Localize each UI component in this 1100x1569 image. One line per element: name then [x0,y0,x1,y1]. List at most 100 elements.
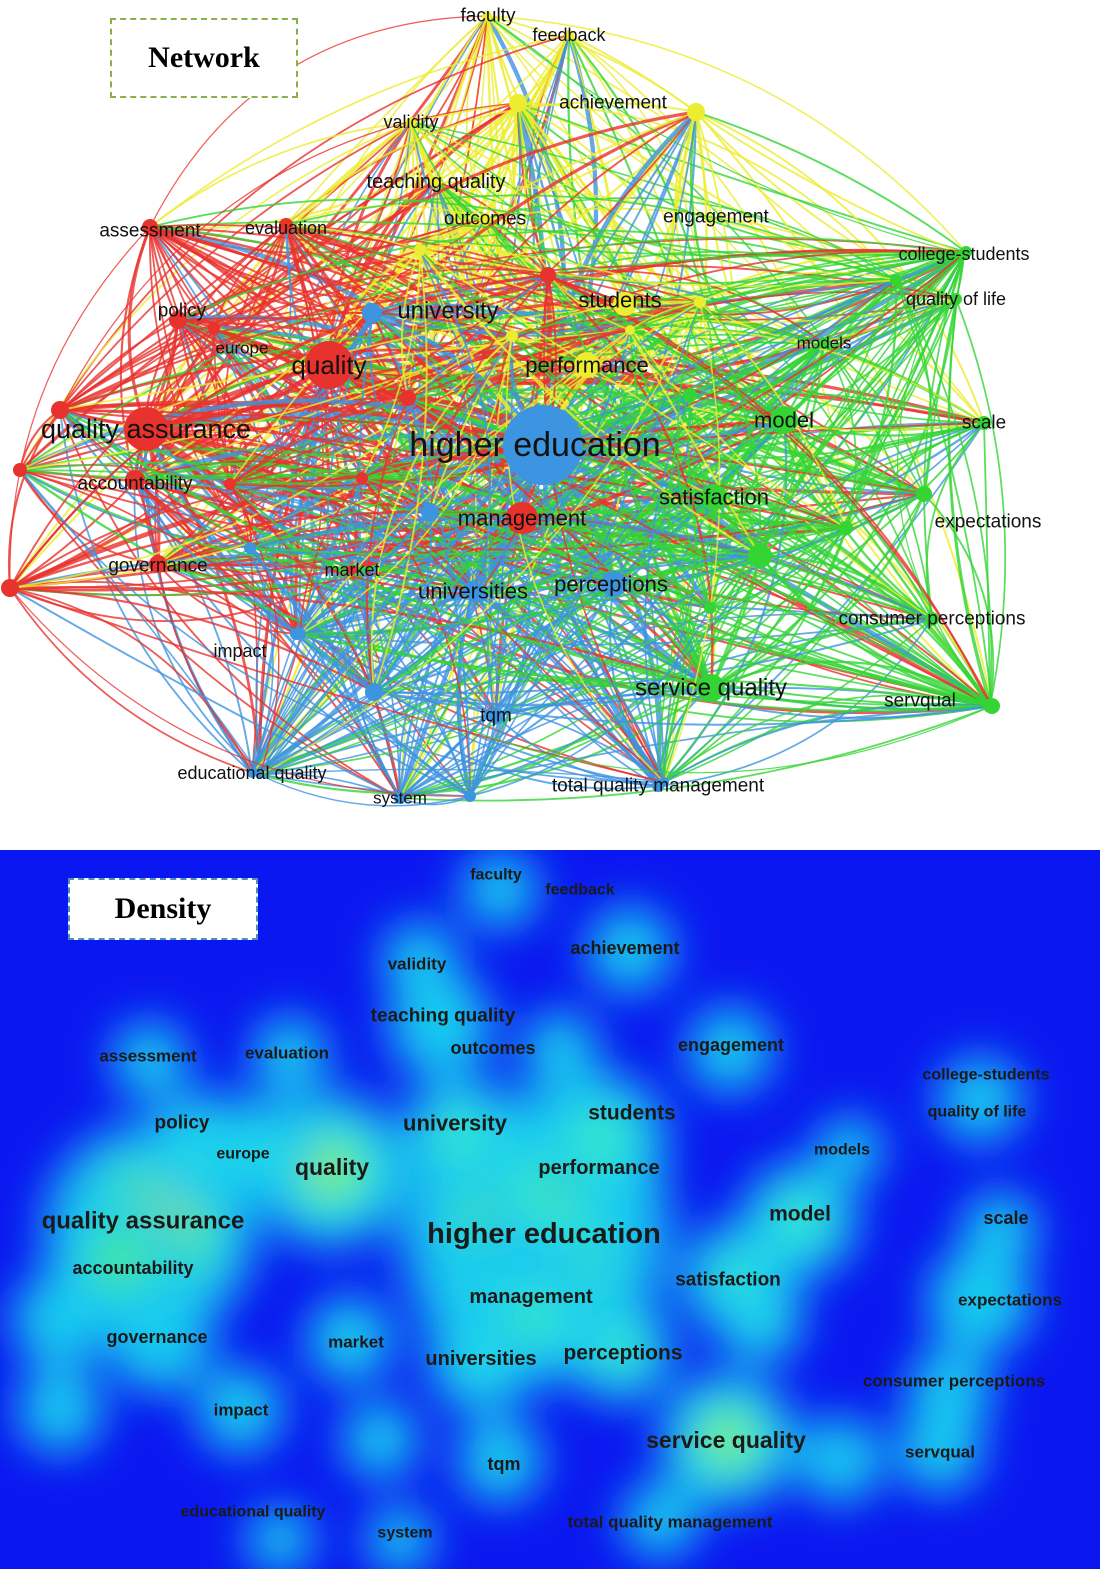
density-label-governance: governance [106,1327,207,1347]
network-link [407,329,631,399]
network-link [299,633,375,693]
density-label-engagement: engagement [678,1035,784,1055]
network-link [9,218,486,589]
network-link [429,511,665,783]
network-link [419,249,847,529]
network-link [695,111,967,253]
network-link [469,301,701,797]
network-link [259,251,967,776]
network-link [674,111,701,303]
network-link [59,409,401,799]
node [683,388,697,402]
density-blob [341,1331,359,1349]
network-link [629,329,691,396]
network-link [285,194,897,281]
network-link [712,250,967,498]
network-link [285,224,373,314]
density-blob [314,1154,346,1186]
density-label-servqual: servqual [905,1443,975,1462]
density-blob [142,1052,158,1068]
network-link [134,312,373,482]
network-link [19,469,261,776]
network-link [9,226,151,589]
network-link [477,584,991,707]
density-blob [831,1451,849,1469]
density-blob [282,1047,298,1063]
node-achievement [509,94,527,112]
network-link [511,279,897,337]
network-link [629,301,701,331]
density-label-university: university [403,1111,508,1136]
density-blob [249,1139,271,1161]
network-label-assessment: assessment [99,221,201,242]
network-link [663,301,721,783]
network-link [373,691,991,726]
network-link [695,111,985,424]
network-link [419,249,701,303]
node-performance [574,352,600,378]
network-link [923,493,995,707]
network-label-validity: validity [383,112,438,132]
density-label-impact: impact [214,1401,269,1420]
network-label-feedback: feedback [532,25,606,45]
node-quality [305,341,353,389]
network-link [9,329,631,589]
network-label-servqual: servqual [884,691,956,712]
network-label-achievement: achievement [559,93,667,114]
network-link [469,298,957,797]
density-blob [273,1533,287,1547]
density-blob [586,1126,614,1154]
density-blob [393,1533,407,1547]
network-link [687,394,711,609]
network-label-expectations: expectations [935,512,1042,533]
network-label-performance: performance [525,353,649,378]
density-label-market: market [328,1333,384,1352]
density-label-service-quality: service quality [646,1427,806,1453]
density-blob [971,1091,989,1109]
network-label-model: model [754,408,814,433]
network-link [7,409,61,589]
density-label: Density [68,878,258,940]
network-label-university: university [397,298,498,325]
network-link [709,342,826,689]
node [421,503,439,521]
network-link [400,249,421,399]
density-blob [448,1123,472,1147]
node-policy [169,311,187,329]
network-link [923,493,933,620]
network-link [19,469,665,783]
density-label-students: students [588,1102,676,1125]
network-link [695,111,994,707]
node-tqm [488,708,504,724]
network-link [213,181,437,329]
network-link [517,102,897,281]
network-link [299,633,991,707]
density-blob [992,1222,1008,1238]
node [356,472,368,484]
node-europe [208,322,220,334]
network-link [213,121,412,329]
density-label-performance: performance [538,1157,659,1179]
network-link [373,691,659,790]
network-link [663,703,993,783]
network-link [511,102,527,337]
network-link [249,547,471,797]
network-link [19,469,401,799]
node [294,628,306,640]
density-label-educational-quality: educational quality [181,1504,326,1521]
density-blob [941,1381,959,1399]
network-label-college-students: college-students [898,244,1029,264]
node-quality-of-life [950,293,962,305]
network-link [547,269,825,344]
density-blob [429,1014,451,1036]
network-link [361,477,471,797]
network-label-educational-quality: educational quality [177,763,326,783]
network-link [259,335,513,776]
density-label-validity: validity [388,955,447,974]
network-link [249,547,991,707]
node-students [613,292,637,316]
network-link [629,327,985,424]
node-feedback [564,30,574,40]
node-system [394,792,406,804]
node-service-quality [697,674,725,702]
